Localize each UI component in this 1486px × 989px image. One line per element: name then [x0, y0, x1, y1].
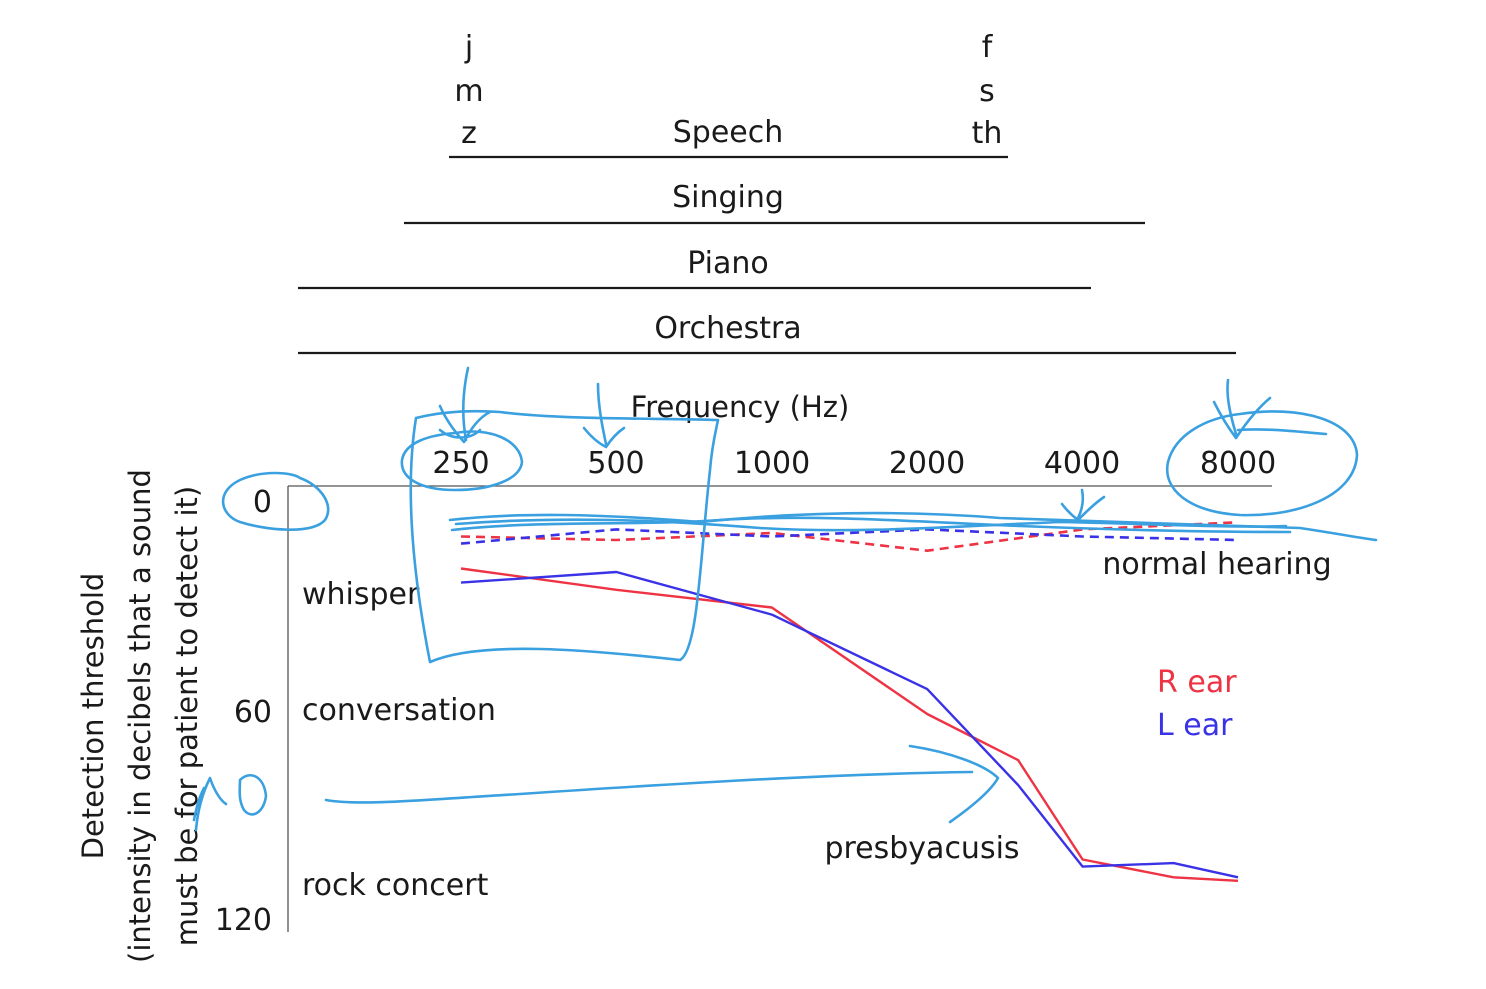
y-tick-labels: 0 60 120	[215, 485, 272, 938]
x-tick-8000: 8000	[1200, 446, 1276, 481]
legend-l-ear: L ear	[1157, 708, 1233, 743]
y-axis-title-line-1: Detection threshold	[76, 573, 110, 860]
range-label-piano: Piano	[687, 246, 769, 281]
y-axis-title-line-3: must be for patient to detect it)	[170, 486, 204, 946]
scribble-normal-hearing-2	[450, 516, 1292, 534]
consonant-m: m	[454, 74, 483, 109]
consonant-j: j	[464, 30, 473, 65]
y-axis-title: Detection threshold (intensity in decibe…	[76, 469, 204, 963]
x-tick-250: 250	[432, 446, 489, 481]
range-label-singing: Singing	[672, 180, 784, 215]
annotation-normal-hearing: normal hearing	[1102, 547, 1331, 582]
circle-8000	[1165, 410, 1359, 517]
x-tick-500: 500	[587, 446, 644, 481]
range-label-speech: Speech	[673, 115, 784, 150]
handwritten-annotations	[192, 366, 1378, 832]
small-arrow-4000	[1060, 488, 1106, 522]
y-tick-60: 60	[234, 695, 272, 730]
consonant-z: z	[461, 116, 477, 151]
x-tick-2000: 2000	[889, 446, 965, 481]
circle-zero-db	[221, 471, 330, 531]
y-tick-120: 120	[215, 903, 272, 938]
scribble-normal-hearing-1	[448, 511, 1378, 542]
legend: R ear L ear	[1157, 665, 1237, 743]
y-axis-title-line-2: (intensity in decibels that a sound	[123, 469, 157, 963]
consonant-s: s	[979, 74, 995, 109]
arrow-to-500	[582, 382, 626, 449]
level-conversation: conversation	[302, 693, 496, 728]
legend-r-ear: R ear	[1157, 665, 1237, 700]
long-arrow-to-presbyacusis	[324, 744, 1000, 824]
consonant-th: th	[972, 116, 1003, 151]
intensity-levels: whisper conversation rock concert	[302, 577, 496, 903]
series-line-l-ear	[460, 570, 1239, 879]
scribble-up-arrow	[192, 774, 268, 832]
y-tick-0: 0	[253, 485, 272, 520]
level-rock-concert: rock concert	[302, 868, 489, 903]
annotation-presbyacusis: presbyacusis	[824, 831, 1019, 866]
consonants-left: j m z	[454, 30, 483, 151]
consonant-f: f	[982, 30, 994, 65]
range-label-orchestra: Orchestra	[654, 311, 801, 346]
circle-250	[400, 430, 524, 492]
sound-ranges: Speech Singing Piano Orchestra	[298, 115, 1236, 355]
scribble-normal-hearing-3	[454, 518, 1288, 532]
box-low-frequencies	[409, 409, 720, 664]
consonants-right: f s th	[972, 30, 1003, 151]
level-whisper: whisper	[302, 577, 420, 612]
x-tick-labels: 250 500 1000 2000 4000 8000	[432, 446, 1276, 481]
x-tick-1000: 1000	[734, 446, 810, 481]
x-tick-4000: 4000	[1044, 446, 1120, 481]
arrow-to-8000	[1212, 378, 1328, 440]
series-line-normal-hearing-left-dashed	[460, 528, 1239, 545]
